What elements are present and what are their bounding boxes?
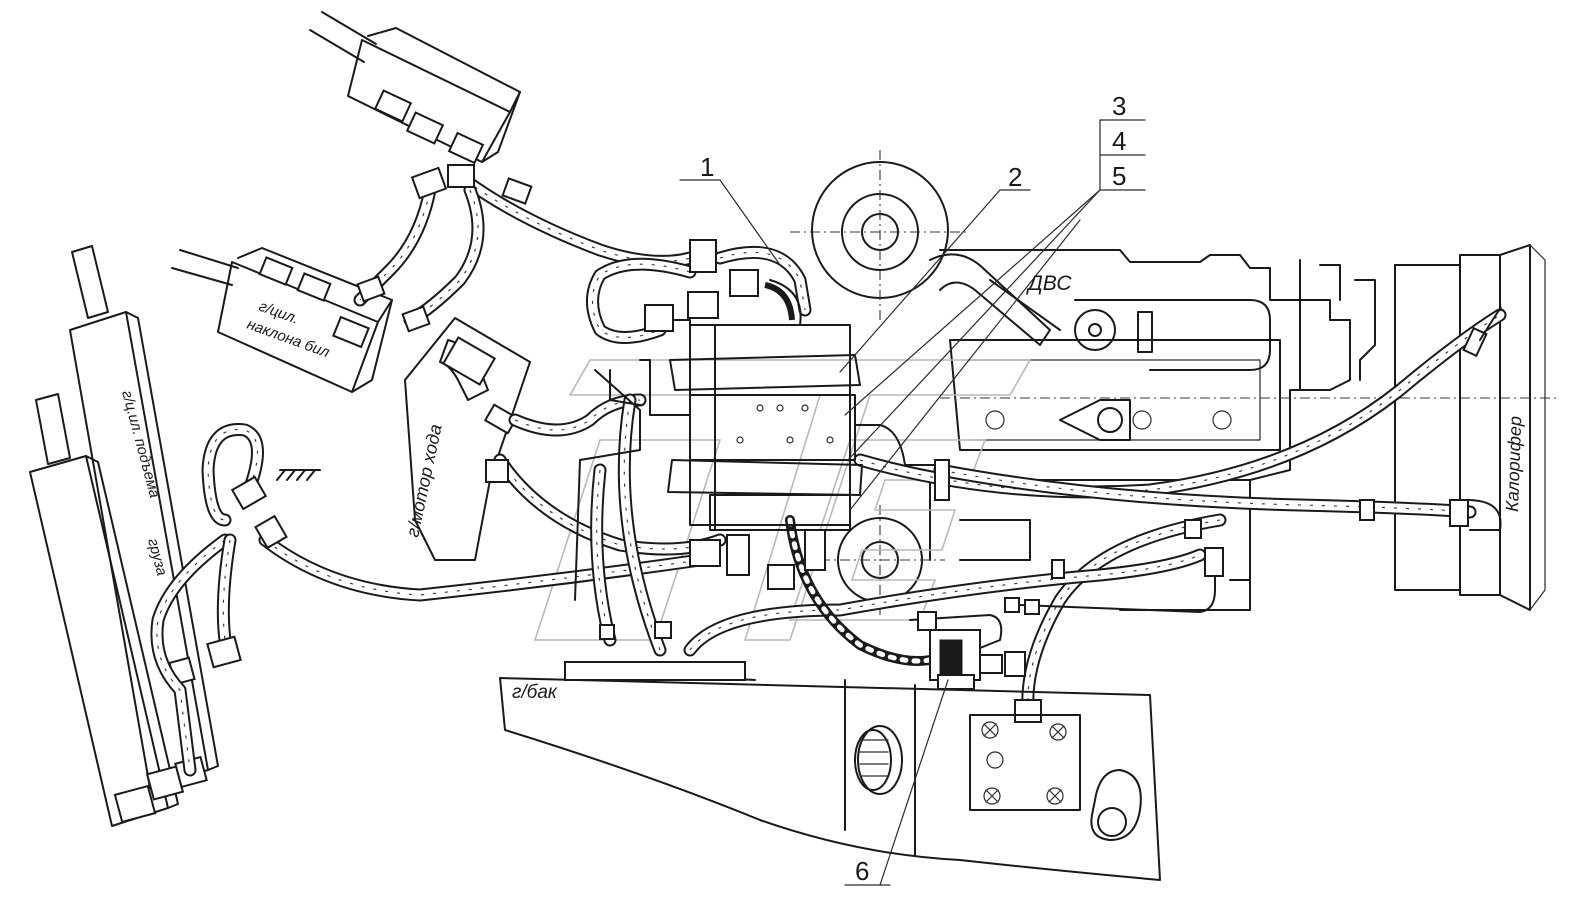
travel-motor	[404, 317, 531, 561]
callout-4: 4	[1112, 126, 1126, 156]
lift-cylinders	[29, 245, 219, 827]
callout-1: 1	[700, 152, 714, 182]
engine-block	[790, 150, 1560, 615]
hoses	[150, 173, 1507, 777]
upper-cylinder	[309, 11, 521, 165]
component-labels: ДВС г/бак Калорифер г/мотор хода г/цил. …	[118, 272, 1525, 703]
distributor-valve	[574, 239, 950, 601]
callout-numbers: 1 2 3 4 5 6	[700, 91, 1126, 886]
callout-2: 2	[1008, 162, 1022, 192]
hydraulic-tank	[499, 661, 1161, 881]
callout-6: 6	[855, 856, 869, 886]
heater-label: Калорифер	[1502, 416, 1525, 513]
callout-3: 3	[1112, 91, 1126, 121]
lift-cylinder-label-1: г/ц.ил. подъема	[118, 389, 163, 500]
callout-5: 5	[1112, 161, 1126, 191]
fittings	[206, 164, 1502, 723]
tilt-cylinder	[171, 247, 393, 393]
callout-leaders	[679, 119, 1146, 886]
tank-label: г/бак	[512, 682, 558, 703]
engine-label: ДВС	[1026, 272, 1072, 295]
